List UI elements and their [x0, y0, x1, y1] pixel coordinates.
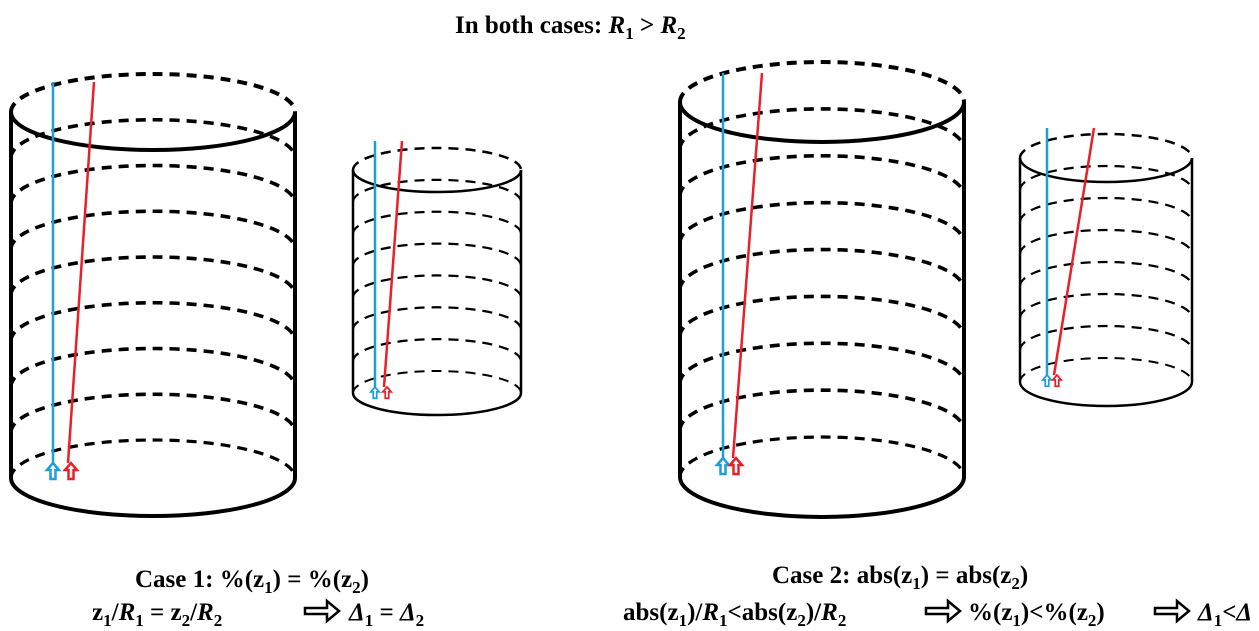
top-rim-front — [678, 101, 966, 144]
implies-arrow — [303, 598, 341, 624]
bottom-rim-front — [678, 476, 966, 519]
ring-line — [351, 242, 523, 266]
case1-equation: z1/R1 = z2/R2 — [92, 599, 222, 630]
ring-line — [1018, 324, 1194, 351]
top-rim-front — [9, 111, 297, 152]
ring-line — [678, 200, 966, 243]
red-path-line — [66, 81, 96, 464]
ring-line — [1018, 196, 1194, 223]
blue-up-arrow-icon — [1040, 373, 1054, 388]
bottom-rim-front — [1018, 381, 1194, 408]
ring-line — [1018, 260, 1194, 287]
implies-arrow — [1153, 598, 1191, 624]
ring-line — [678, 294, 966, 337]
red-up-arrow-icon — [1050, 373, 1064, 388]
ring-line — [1018, 228, 1194, 255]
bottom-rim-back — [352, 370, 522, 394]
bottom-rim-front — [9, 477, 297, 518]
ring-line — [9, 392, 297, 433]
ring-line — [678, 388, 966, 431]
cylinder-large-case1 — [9, 72, 297, 518]
case1-label: Case 1: %(z1) = %(z2) — [135, 566, 369, 597]
red-up-arrow-icon — [727, 456, 745, 476]
ring-line — [678, 247, 966, 290]
cylinder-small-case2 — [1018, 127, 1194, 408]
ring-line — [678, 107, 966, 149]
top-rim-back — [678, 60, 966, 103]
ring-line — [678, 153, 966, 196]
top-rim-front — [1018, 157, 1194, 184]
red-up-arrow-icon — [380, 385, 394, 400]
ring-line — [678, 341, 966, 384]
top-rim-front — [351, 169, 523, 194]
case2-label: Case 2: abs(z1) = abs(z2) — [772, 562, 1028, 593]
bottom-rim-back — [678, 435, 966, 478]
bottom-rim-back — [1019, 357, 1193, 383]
ring-line — [1018, 164, 1194, 191]
ring-line — [351, 274, 523, 298]
ring-line — [351, 178, 523, 202]
red-up-arrow-icon — [62, 461, 80, 481]
ring-line — [9, 300, 297, 341]
ring-line — [351, 306, 523, 330]
cylinder-small-case1 — [351, 140, 523, 417]
blue-up-arrow-icon — [44, 461, 62, 481]
red-path-line — [382, 140, 404, 388]
diagram-title: In both cases: R1 > R2 — [455, 12, 686, 43]
ring-line — [9, 209, 297, 250]
cylinder-large-case2 — [678, 60, 966, 519]
red-path-line — [1052, 127, 1096, 376]
ring-line — [1018, 292, 1194, 319]
top-rim-back — [9, 72, 297, 113]
ring-line — [9, 346, 297, 387]
implies-arrow — [924, 598, 962, 624]
ring-line — [9, 117, 297, 158]
ring-line — [351, 338, 523, 362]
case1-result: Δ1 = Δ2 — [348, 599, 424, 630]
ring-line — [9, 163, 297, 204]
ring-line — [351, 210, 523, 234]
bottom-rim-front — [351, 392, 523, 417]
blue-up-arrow-icon — [714, 456, 732, 476]
red-path-line — [731, 72, 764, 459]
top-rim-back — [1018, 132, 1194, 159]
blue-up-arrow-icon — [368, 385, 382, 400]
case2-percent: %(z1)<%(z2) — [968, 599, 1105, 630]
top-rim-back — [351, 146, 523, 171]
case2-result: Δ1<Δ — [1197, 599, 1252, 630]
ring-line — [9, 255, 297, 296]
case2-equation: abs(z1)/R1<abs(z2)/R2 — [623, 599, 846, 630]
bottom-rim-back — [9, 438, 297, 479]
